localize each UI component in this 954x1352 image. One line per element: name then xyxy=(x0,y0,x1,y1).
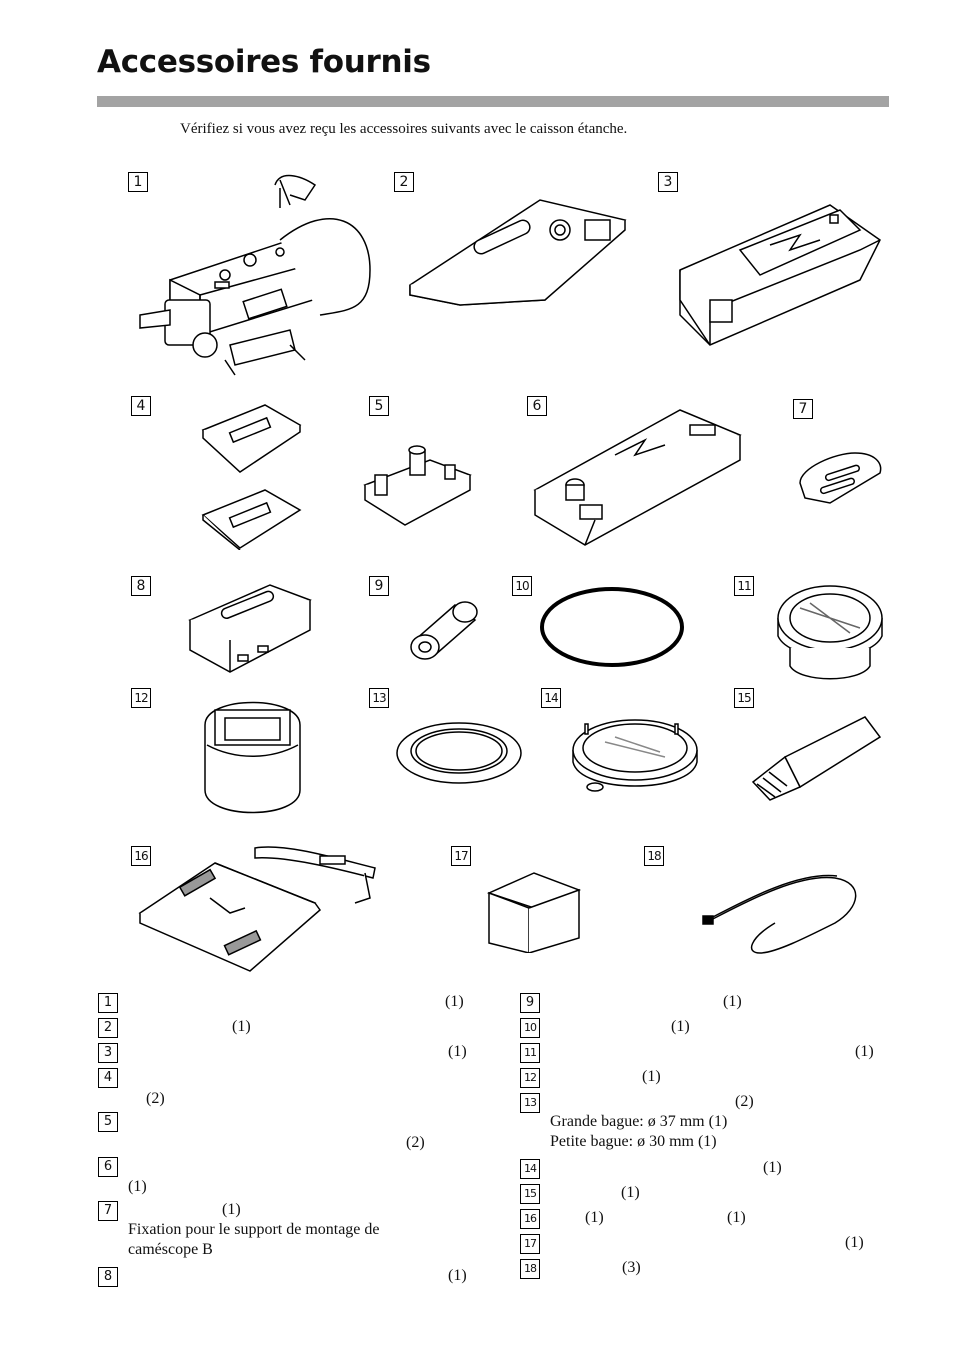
figure-label-3: 3 xyxy=(658,172,678,192)
figure-label-13: 13 xyxy=(369,688,389,708)
list-item-4: 4 (2) xyxy=(98,1067,470,1111)
screw-adapter-figure xyxy=(363,445,472,526)
conversion-lens-figure xyxy=(777,585,883,680)
mount-fixation-figure xyxy=(799,452,882,504)
figure-label-6: 6 xyxy=(527,396,547,416)
list-item-15: 15 (1) xyxy=(520,1183,880,1208)
figure-label-17: 17 xyxy=(451,846,471,866)
figure-label-15: 15 xyxy=(734,688,754,708)
list-item-14: 14 (1) xyxy=(520,1158,880,1183)
figure-label-8: 8 xyxy=(131,576,151,596)
list-item-16: 16 (1) (1) xyxy=(520,1208,880,1233)
adapter-base-figure xyxy=(679,204,881,346)
silica-box-figure xyxy=(486,872,582,953)
mounting-plate-figure xyxy=(409,199,627,306)
figure-label-16: 16 xyxy=(131,846,151,866)
list-item-2: 2 (1) xyxy=(98,1017,470,1042)
list-item-12: 12 (1) xyxy=(520,1067,880,1092)
lcd-hood-figure xyxy=(204,701,301,814)
intro-text: Vérifiez si vous avez reçu les accessoir… xyxy=(180,121,628,137)
list-item-3: 3 (1) xyxy=(98,1042,470,1067)
title-rule xyxy=(97,96,889,107)
item-list-right: 9 (1) 10 (1) 11 (1) 12 (1) 13 (2) Grande… xyxy=(520,992,880,1283)
figure-label-12: 12 xyxy=(131,688,151,708)
figure-label-11: 11 xyxy=(734,576,754,596)
list-item-9: 9 (1) xyxy=(520,992,880,1017)
figure-label-14: 14 xyxy=(541,688,561,708)
figure-label-18: 18 xyxy=(644,846,664,866)
list-item-10: 10 (1) xyxy=(520,1017,880,1042)
spacer-plates-figure xyxy=(201,404,302,550)
grease-tube-figure xyxy=(751,716,882,801)
large-mount-plate-figure xyxy=(533,409,742,546)
list-item-18: 18 (3) xyxy=(520,1258,880,1283)
list-item-13: 13 (2) Grande bague: ø 37 mm (1) Petite … xyxy=(520,1092,880,1158)
item-list-left: 1 (1) 2 (1) 3 (1) 4 (2) 5 (2) 6 (1) 7 (1… xyxy=(98,992,470,1291)
o-ring-figure xyxy=(540,587,684,667)
list-item-6: 6 (1) xyxy=(98,1156,470,1200)
carrying-pouch-figure xyxy=(138,846,376,972)
battery-pack-figure xyxy=(188,584,312,673)
figure-label-5: 5 xyxy=(369,396,389,416)
figure-label-10: 10 xyxy=(512,576,532,596)
figure-label-9: 9 xyxy=(369,576,389,596)
figure-label-1: 1 xyxy=(128,172,148,192)
list-item-17: 17 (1) xyxy=(520,1233,880,1258)
strap-cord-figure xyxy=(702,874,857,954)
page-title: Accessoires fournis xyxy=(97,44,431,80)
list-item-5: 5 (2) xyxy=(98,1111,470,1156)
list-item-7: 7 (1) Fixation pour le support de montag… xyxy=(98,1200,470,1266)
list-item-8: 8 (1) xyxy=(98,1266,470,1291)
step-ring-figure xyxy=(396,722,522,784)
figure-label-4: 4 xyxy=(131,396,151,416)
list-item-11: 11 (1) xyxy=(520,1042,880,1067)
figure-label-7: 7 xyxy=(793,399,813,419)
lens-cover-figure xyxy=(572,719,698,792)
camcorder-mount-figure xyxy=(139,174,371,376)
list-item-1: 1 (1) xyxy=(98,992,470,1017)
figure-label-2: 2 xyxy=(394,172,414,192)
small-roll-figure xyxy=(410,601,478,660)
